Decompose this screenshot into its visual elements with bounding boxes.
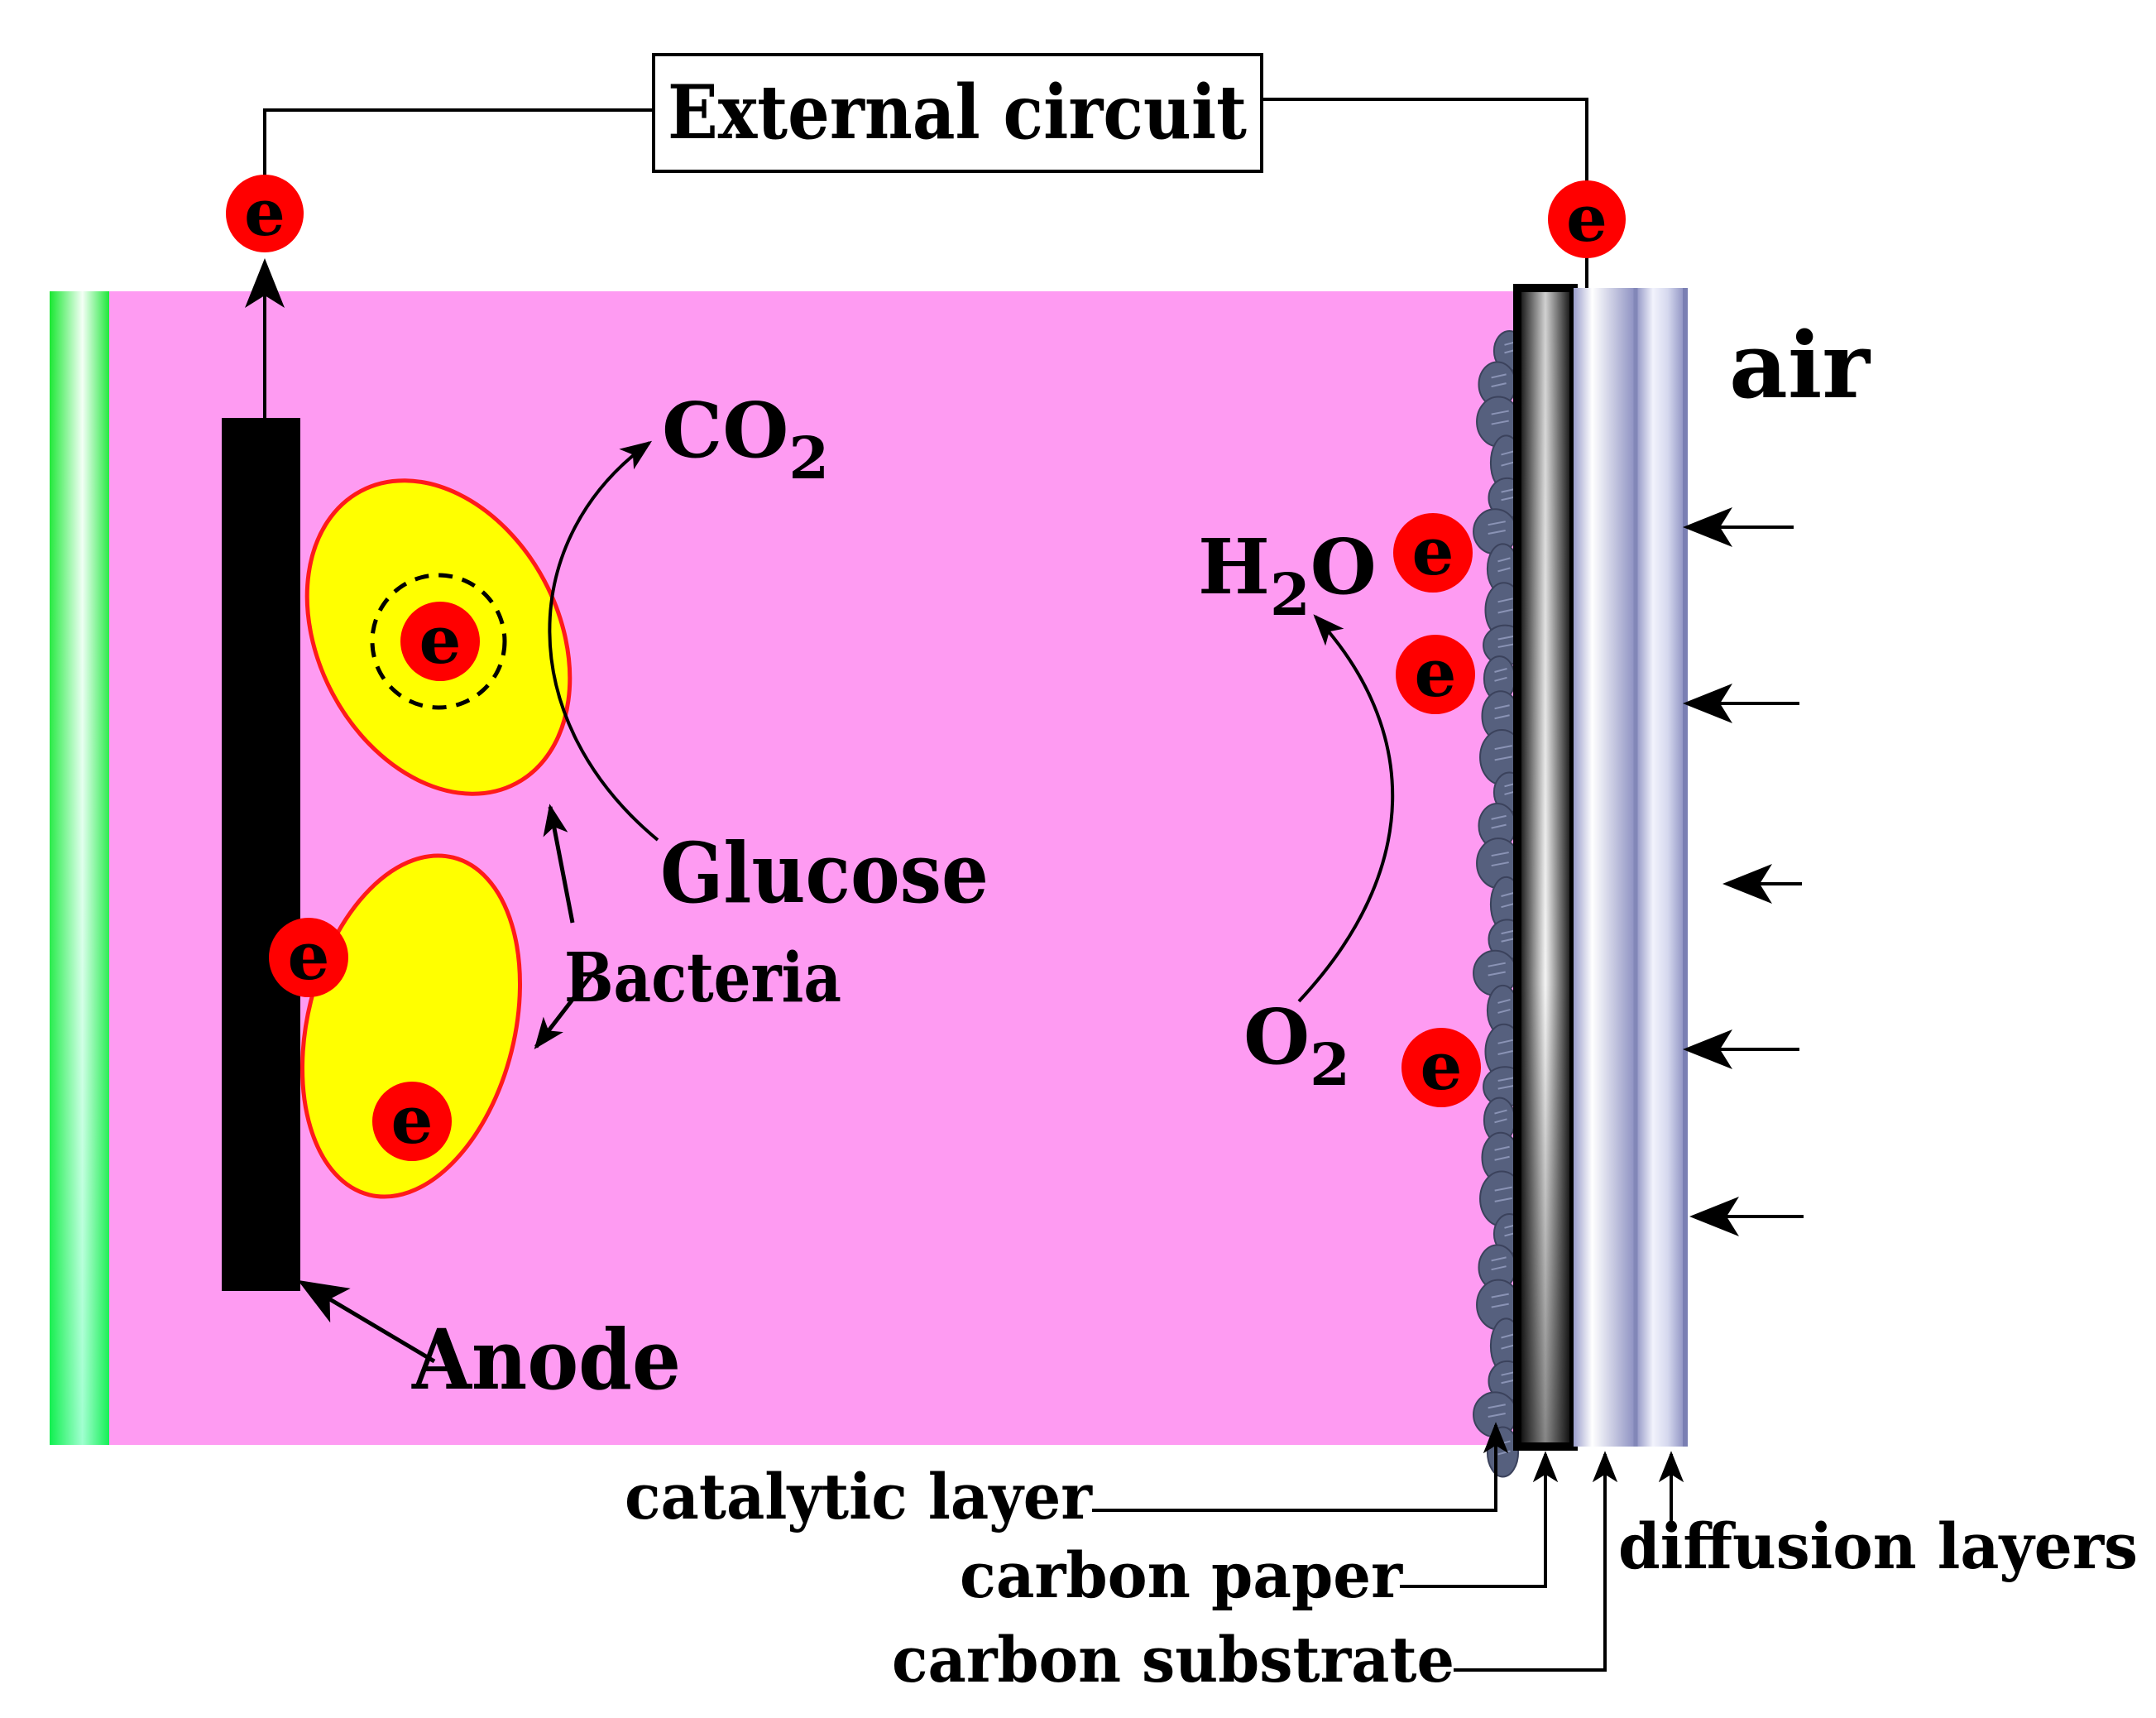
catalyst-texture [1491, 852, 1509, 867]
catalyst-texture [1494, 745, 1512, 761]
carbon-substrate-leader [1454, 1451, 1618, 1672]
electron: e [372, 1081, 452, 1161]
external-circuit-wire-right [1262, 98, 1588, 217]
electron: e [226, 175, 304, 252]
carbon-substrate-label: carbon substrate [892, 1623, 1454, 1696]
electron: e [1548, 180, 1626, 258]
catalyst-texture [1501, 1333, 1514, 1350]
catalytic-layer-leader [1092, 1422, 1509, 1512]
electron-circle [226, 175, 304, 252]
electron-circle [1393, 513, 1473, 593]
catalyst-texture [1491, 1293, 1509, 1308]
o2-to-h2o-arrow [1297, 614, 1395, 1003]
h2o-tail: O [1310, 522, 1377, 612]
catalyst-texture [1494, 1109, 1507, 1124]
carbon-paper-leader [1400, 1451, 1559, 1588]
diffusion-layer-1 [1636, 288, 1685, 1447]
electron-circle [269, 918, 348, 997]
catalyst-texture [1491, 1256, 1507, 1271]
electron-circle [1396, 635, 1475, 714]
electron: e [1393, 512, 1473, 593]
electron: e [1401, 1027, 1481, 1107]
co2-label: CO2 [662, 386, 829, 492]
air-label: air [1729, 312, 1871, 419]
carbon-substrate [1574, 288, 1636, 1447]
catalyst-texture [1491, 373, 1507, 388]
catalyst-texture [1494, 704, 1510, 720]
electron-circle [1401, 1028, 1481, 1107]
membrane-strip-shade [50, 291, 109, 1445]
carbon-paper-label: carbon paper [960, 1538, 1403, 1612]
electron-label: e [244, 175, 285, 251]
electron-dashed-ring [370, 573, 507, 710]
electron: e [269, 917, 348, 997]
co2-base: CO [662, 386, 788, 475]
electron-label: e [391, 1081, 434, 1159]
bacteria-label: Bacteria [564, 938, 841, 1018]
h2o-label: H2O [1198, 522, 1377, 629]
glucose-label: Glucose [660, 824, 989, 922]
bacteria-pointer-lower [534, 973, 593, 1050]
catalyst-texture [1491, 410, 1509, 425]
air-arrows [1683, 507, 1804, 1236]
catalyst-texture [1497, 635, 1516, 649]
electron-label: e [1412, 512, 1454, 590]
electron-label: e [1421, 1027, 1463, 1105]
anode-label: Anode [411, 1311, 681, 1408]
anode-electrode [222, 418, 300, 1291]
o2-base: O [1243, 992, 1310, 1082]
catalyst-texture [1497, 1077, 1516, 1090]
external-circuit-wire [263, 108, 654, 214]
anode-pointer [297, 1279, 436, 1364]
electron-circle [372, 1082, 452, 1161]
external-circuit-box: External circuit [652, 53, 1263, 173]
catalyst-texture [1497, 557, 1511, 573]
o2-label: O2 [1243, 992, 1350, 1099]
h2o-subscript: 2 [1270, 560, 1310, 629]
catalyst-texture [1491, 814, 1507, 829]
electron-label: e [419, 601, 462, 679]
electron-label: e [1566, 181, 1607, 257]
electron: e [1396, 634, 1475, 714]
bacterium-lower [300, 853, 522, 1199]
catalyst-texture [1494, 668, 1507, 682]
catalyst-texture [1497, 1039, 1513, 1055]
bacteria-pointer-upper [543, 804, 575, 924]
catalyst-texture [1497, 597, 1513, 614]
electron-label: e [1415, 634, 1457, 712]
catalyst-texture [1501, 450, 1514, 467]
catalyst-texture [1497, 998, 1511, 1014]
external-circuit-label: External circuit [668, 69, 1247, 156]
layer-leaders [1092, 1422, 1684, 1672]
catalyst-texture [1494, 1145, 1510, 1161]
electrolyte-chamber [108, 291, 1522, 1445]
glucose-to-co2-arrow [548, 440, 659, 842]
catalyst-texture [1488, 521, 1506, 535]
catalyst-texture [1488, 1404, 1506, 1418]
catalyst-texture [1494, 1186, 1512, 1202]
catalytic-layer-label: catalytic layer [625, 1460, 1093, 1533]
electron-circle [400, 602, 480, 681]
h2o-base: H [1198, 522, 1270, 612]
electron-label: e [288, 917, 330, 995]
electron: e [400, 601, 480, 681]
co2-subscript: 2 [788, 424, 829, 492]
diffusion-layers-label: diffusion layers [1618, 1509, 2138, 1583]
electron-circle [1548, 180, 1626, 258]
o2-subscript: 2 [1310, 1030, 1350, 1099]
carbon-paper-shade [1517, 288, 1574, 1447]
catalyst-texture [1488, 962, 1506, 977]
catalyst-texture [1501, 892, 1514, 909]
